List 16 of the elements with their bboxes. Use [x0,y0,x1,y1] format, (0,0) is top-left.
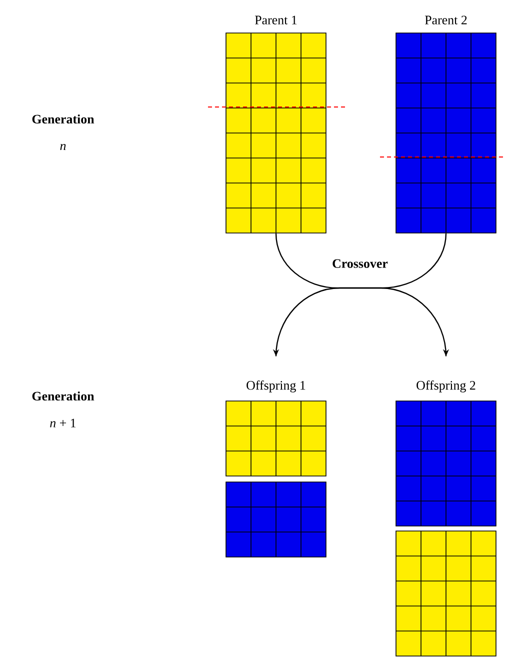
node-label: Offspring 1 [246,380,306,392]
cell-grid [226,482,326,558]
node-label: Parent 1 [254,16,297,24]
node-label: Offspring 2 [416,380,476,392]
cell-grid: Offspring 2 [396,380,496,526]
node-label: Parent 2 [424,16,467,24]
cell-grid: Offspring 1 [226,380,326,476]
generation-label: n [60,144,66,150]
generation-label: n + 1 [50,418,76,428]
cell-grid: Parent 2 [396,16,496,234]
generation-label: Generation [32,391,94,401]
crossover-label: Crossover [332,259,388,268]
generation-label: Generation [32,114,94,124]
cell-grid [396,530,496,656]
cell-grid: Parent 1 [226,16,326,234]
arrow [360,287,450,357]
